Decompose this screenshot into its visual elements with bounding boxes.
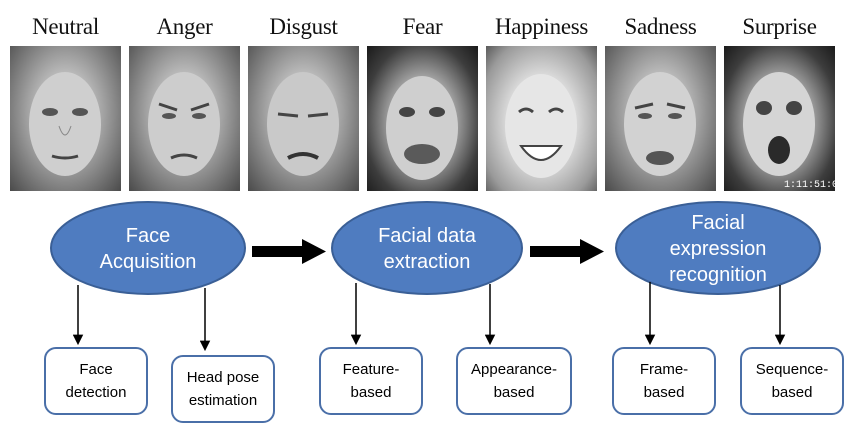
substep-appearance-based: Appearance- based [456,347,572,415]
photo-overlay-timestamp: 1:11:51:03 [784,180,835,191]
expression-label: Disgust [269,14,338,39]
substep-label: Appearance- based [471,361,557,401]
stage-ellipse-face-acquisition [50,201,246,295]
stage-ellipse-facial-expression-recognition [615,201,821,295]
substep-label: Feature- based [342,361,400,401]
substep-face-detection: Face detection [44,347,148,415]
stage-label: Facial expression recognition [669,212,767,286]
face-photo-anger [129,46,240,191]
pipeline-diagram: Face Acquisition Facial data extraction … [0,195,850,435]
face-photo-surprise: 1:11:51:03 [724,46,835,191]
stage-label: Face Acquisition [99,225,197,273]
stage-facial-data-extraction: Facial data extraction [332,205,522,293]
face-photo-fear [367,46,478,191]
expression-surprise: Surprise 1:11:51:03 [724,8,835,193]
face-photo-neutral [10,46,121,191]
substep-feature-based: Feature- based [319,347,423,415]
expression-happiness: Happiness [486,8,597,193]
expression-disgust: Disgust [248,8,359,193]
substep-label: Head pose estimation [186,369,260,409]
expression-label: Happiness [494,14,589,39]
expression-label: Anger [156,14,213,39]
expression-anger: Anger [129,8,240,193]
substep-label: Frame- based [639,361,689,401]
expression-label: Fear [402,14,443,39]
stage-label: Facial data extraction [378,225,476,273]
expression-label: Neutral [32,14,99,39]
face-photo-sadness [605,46,716,191]
substep-frame-based: Frame- based [612,347,716,415]
expression-label: Sadness [624,14,697,39]
expression-sadness: Sadness [605,8,716,193]
face-photo-disgust [248,46,359,191]
expression-label: Surprise [742,14,817,39]
flow-arrow-2 [530,239,604,264]
face-photo-happiness [486,46,597,191]
stage-ellipse-facial-data-extraction [331,201,523,295]
flow-arrow-1 [252,239,326,264]
substep-head-pose-estimation: Head pose estimation [171,355,275,423]
expression-photo-strip: Neutral Anger Disgust [10,8,840,193]
substep-label: Sequence- based [755,361,829,401]
substep-label: Face detection [65,361,127,401]
stage-face-acquisition: Face Acquisition [51,205,245,293]
expression-fear: Fear [367,8,478,193]
stage-facial-expression-recognition: Facial expression recognition [616,203,820,295]
substep-sequence-based: Sequence- based [740,347,844,415]
expression-neutral: Neutral [10,8,121,193]
